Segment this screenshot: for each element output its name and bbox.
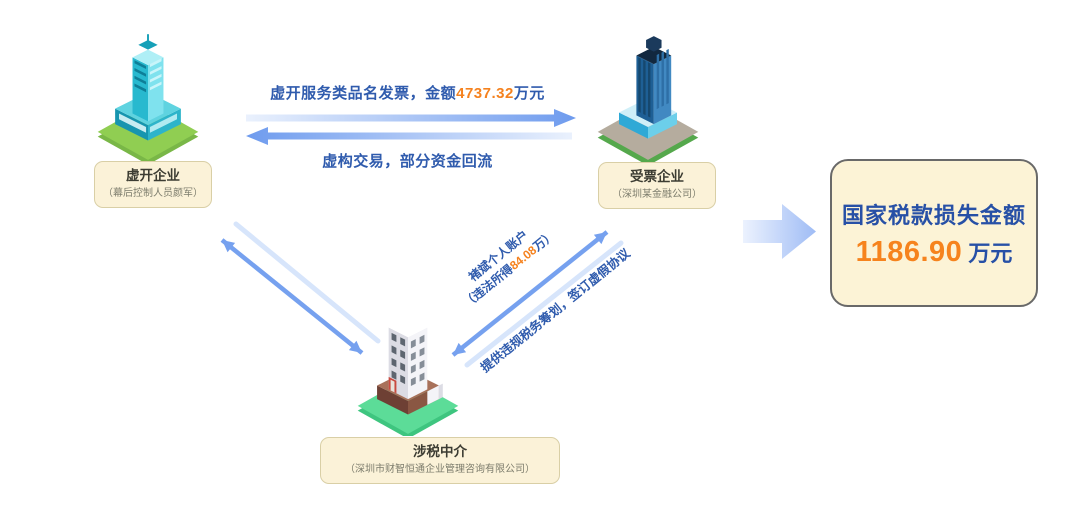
return-arrow-left xyxy=(246,127,572,145)
invoice-arrow-right xyxy=(246,109,576,127)
receiver-title: 受票企业 xyxy=(630,169,684,184)
receiver-label-box: 受票企业 （深圳某金融公司） xyxy=(598,162,716,209)
result-amount-line: 1186.90 万元 xyxy=(856,236,1013,269)
result-box: 国家税款损失金额 1186.90 万元 xyxy=(830,159,1038,307)
intermediary-title: 涉税中介 xyxy=(413,444,467,459)
white-office-building-icon xyxy=(357,317,459,436)
result-arrow xyxy=(743,204,816,259)
invoice-unit: 万元 xyxy=(513,85,545,102)
issuer-label-box: 虚开企业 （幕后控制人员颜军） xyxy=(94,161,212,208)
blue-skyscraper-icon xyxy=(597,36,699,162)
invoice-flow-label: 虚开服务类品名发票，金额4737.32万元 xyxy=(240,82,575,103)
issuer-intermediary-arrow xyxy=(220,238,364,355)
return-flow-label: 虚构交易，部分资金回流 xyxy=(240,150,575,171)
result-title: 国家税款损失金额 xyxy=(841,202,1026,228)
teal-office-building-icon xyxy=(97,34,199,162)
invoice-flow-text: 虚开服务类品名发票，金额 xyxy=(270,85,457,102)
receiver-intermediary-arrow xyxy=(451,230,609,357)
result-unit: 万元 xyxy=(968,240,1013,266)
issuer-title: 虚开企业 xyxy=(126,168,180,183)
receiver-subtitle: （深圳某金融公司） xyxy=(612,188,702,200)
intermediary-label-box: 涉税中介 （深圳市财智恒通企业管理咨询有限公司） xyxy=(320,437,560,484)
invoice-amount: 4737.32 xyxy=(456,85,514,102)
issuer-subtitle: （幕后控制人员颜军） xyxy=(103,187,203,199)
result-amount: 1186.90 xyxy=(855,235,963,268)
intermediary-subtitle: （深圳市财智恒通企业管理咨询有限公司） xyxy=(345,463,535,475)
return-flow-text: 虚构交易，部分资金回流 xyxy=(322,153,493,170)
